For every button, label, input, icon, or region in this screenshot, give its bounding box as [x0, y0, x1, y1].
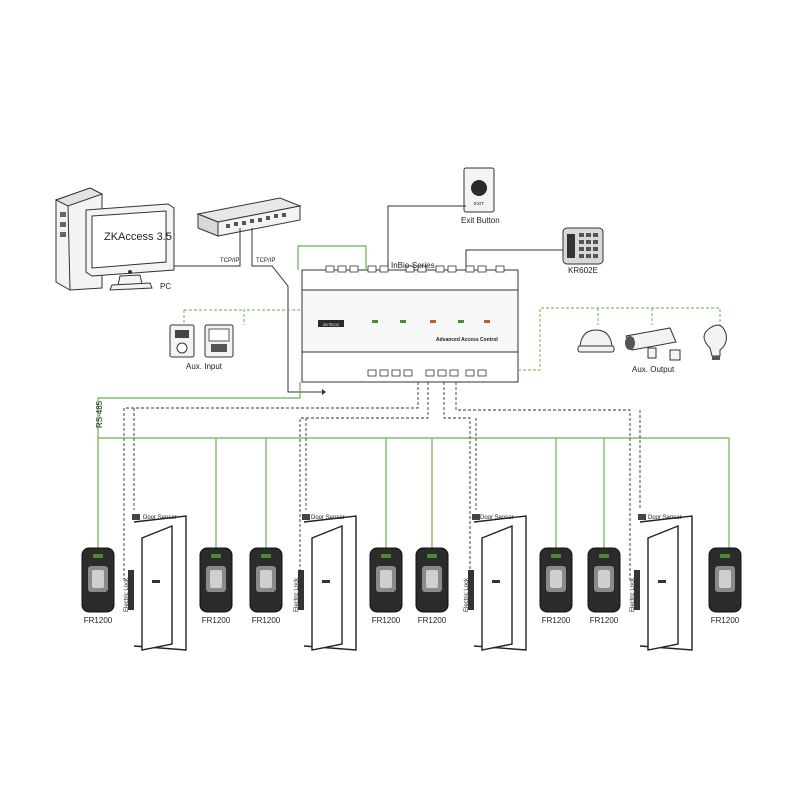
reader-label: FR1200 — [590, 616, 619, 625]
reader-8[interactable]: FR1200 — [708, 547, 742, 625]
aux-output-icons[interactable] — [577, 324, 727, 361]
aux-output-cable — [518, 307, 721, 371]
door-3: Door Sensor Electric Lock — [464, 514, 527, 651]
siren-icon — [577, 329, 615, 353]
keypad-cable — [465, 249, 563, 270]
light-bulb-icon — [703, 324, 727, 360]
door-control-lines — [123, 382, 641, 580]
door-4: Door Sensor Electric Lock — [630, 514, 693, 651]
door-sensor-label: Door Sensor — [480, 515, 514, 521]
door-sensor-label: Door Sensor — [648, 515, 682, 521]
door-sensor-label: Door Sensor — [311, 515, 345, 521]
reader-6[interactable]: FR1200 — [539, 547, 573, 625]
keypad-icon[interactable] — [562, 227, 604, 265]
controller-brand-text: ZKTECO — [323, 322, 339, 327]
electric-lock-label: Electric Lock — [124, 577, 130, 612]
exit-button-label: Exit Button — [461, 216, 500, 225]
rs485-bus-line — [97, 382, 729, 560]
pc-label: PC — [160, 282, 171, 291]
controller-series-label: InBio-Series — [391, 261, 435, 270]
reader-2[interactable]: FR1200 — [199, 547, 233, 625]
door-sensor-label: Door Sensor — [143, 515, 177, 521]
keypad-label: KR602E — [568, 266, 598, 275]
reader-4[interactable]: FR1200 — [369, 547, 403, 625]
tcpip-label-controller: TCP/IP — [256, 258, 275, 264]
electric-lock-label: Electric Lock — [464, 577, 470, 612]
tcpip-cable-controller — [251, 228, 322, 393]
exit-button-icon[interactable]: EXIT — [463, 167, 495, 213]
electric-lock-label: Electric Lock — [294, 577, 300, 612]
controller-power-line — [297, 245, 367, 270]
electric-lock-label: Electric Lock — [630, 577, 636, 612]
reader-label: FR1200 — [372, 616, 401, 625]
aux-input-icon[interactable] — [169, 324, 234, 358]
tcpip-cable-pc — [174, 228, 241, 267]
reader-7[interactable]: FR1200 — [587, 547, 621, 625]
reader-label: FR1200 — [84, 616, 113, 625]
reader-1[interactable]: FR1200 — [81, 547, 115, 625]
door-2: Door Sensor Electric Lock — [294, 514, 357, 651]
pc-computer: ZKAccess 3.5 PC — [54, 187, 175, 291]
reader-drops — [215, 438, 730, 548]
reader-label: FR1200 — [252, 616, 281, 625]
reader-label: FR1200 — [418, 616, 447, 625]
door-1: Door Sensor Electric Lock — [124, 514, 187, 651]
exit-button-cable — [387, 205, 466, 270]
pc-monitor-icon — [85, 203, 175, 291]
reader-label: FR1200 — [711, 616, 740, 625]
reader-3[interactable]: FR1200 — [249, 547, 283, 625]
reader-label: FR1200 — [202, 616, 231, 625]
pc-screen-text: ZKAccess 3.5 — [104, 231, 172, 243]
network-switch-icon — [196, 197, 302, 237]
controller-panel-text: Advanced Access Control — [436, 337, 498, 343]
reader-5[interactable]: FR1200 — [415, 547, 449, 625]
camera-icon — [625, 327, 681, 361]
tcpip-label-pc: TCP/IP — [220, 258, 239, 264]
inbio-controller: ZKTECO Advanced Access Control — [301, 265, 519, 383]
reader-label: FR1200 — [542, 616, 571, 625]
aux-input-label: Aux. Input — [186, 362, 223, 371]
aux-input-cable — [183, 309, 300, 325]
rs485-label: RS-485 — [95, 400, 104, 428]
exit-button-face-text: EXIT — [474, 201, 484, 206]
aux-output-label: Aux. Output — [632, 365, 675, 374]
